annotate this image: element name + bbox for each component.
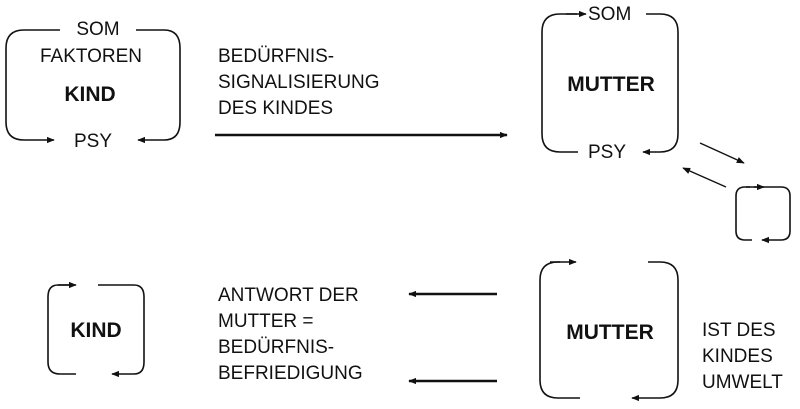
kind-top-left-bracket — [5, 29, 60, 144]
environment-note-line3: UMWELT — [702, 372, 783, 393]
kind-top-title: KIND — [64, 83, 116, 106]
mutter-top-right-bracket — [642, 13, 679, 156]
response-text-line2: MUTTER = — [218, 311, 314, 332]
side-arrow-in — [682, 167, 727, 188]
mutter-top-psy-label: PSY — [588, 142, 627, 163]
signal-text-line1: BEDÜRFNIS- — [218, 46, 335, 67]
response-text-line3: BEDÜRFNIS- — [218, 337, 335, 358]
mutter-top-som-label: SOM — [588, 4, 632, 25]
kind-bottom-right-bracket — [98, 284, 145, 378]
environment-note-line1: IST DES — [702, 320, 776, 341]
response-text-line1: ANTWORT DER — [218, 285, 359, 306]
small-cycle — [735, 183, 791, 244]
kind-cycle-top — [5, 29, 181, 144]
mutter-bottom-right-bracket — [631, 261, 679, 402]
kind-bottom-left-bracket — [47, 284, 76, 375]
environment-note-line2: KINDES — [702, 346, 773, 367]
mutter-top-title: MUTTER — [567, 73, 655, 96]
side-arrow-out — [699, 142, 745, 164]
signal-text-line3: DES KINDES — [218, 98, 334, 119]
mutter-cycle-top — [541, 10, 679, 156]
kind-top-faktoren-label: FAKTOREN — [39, 46, 143, 67]
small-cycle-left — [735, 186, 752, 241]
kind-top-som-label: SOM — [76, 19, 120, 40]
signal-text-line2: SIGNALISIERUNG — [218, 72, 380, 93]
kind-top-right-bracket — [136, 29, 181, 144]
mutter-cycle-bottom — [539, 258, 679, 402]
response-text-line4: BEFRIEDIGUNG — [218, 363, 363, 384]
small-cycle-right — [754, 186, 791, 244]
kind-cycle-bottom — [47, 281, 145, 378]
kind-bottom-title: KIND — [70, 319, 122, 342]
kind-top-psy-label: PSY — [73, 131, 113, 152]
mutter-bottom-left-bracket — [539, 261, 580, 399]
mutter-top-left-bracket — [541, 13, 578, 153]
mutter-bottom-title: MUTTER — [566, 321, 654, 344]
